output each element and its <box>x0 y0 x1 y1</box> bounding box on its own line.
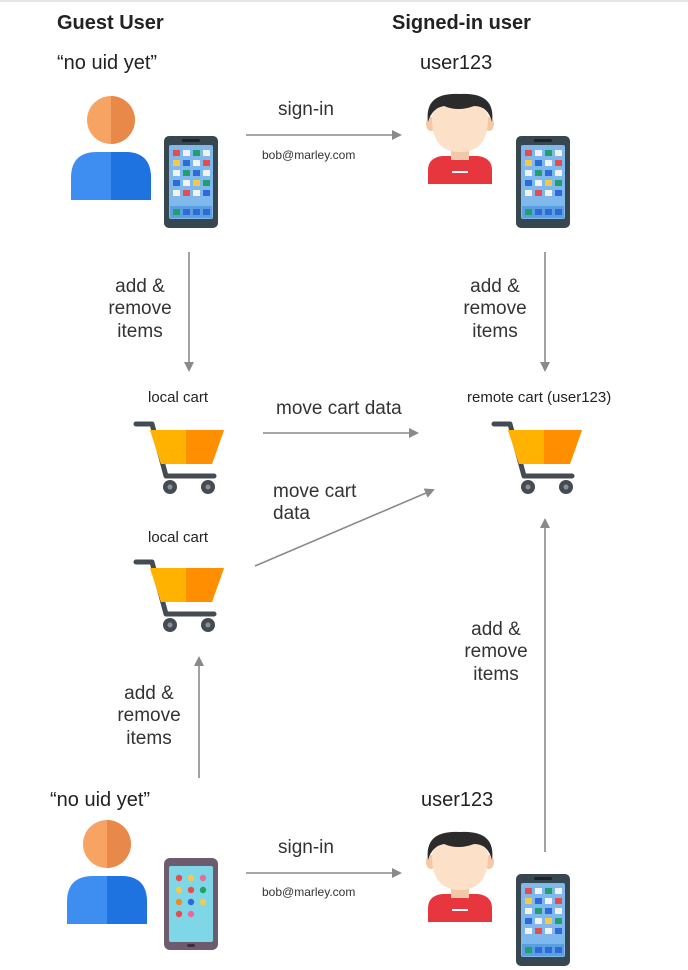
add-remove-items-label: add & remove items <box>454 619 538 686</box>
label-line: remove <box>464 641 528 663</box>
local-cart-label-2: local cart <box>148 529 209 546</box>
phone-icon <box>164 136 218 228</box>
phone-icon <box>164 858 218 950</box>
label-line: add & <box>471 619 521 640</box>
label-line: add & <box>115 276 165 297</box>
label-line: items <box>472 320 518 342</box>
local-cart-icon <box>136 424 224 494</box>
label-line: add & <box>470 276 520 297</box>
phone-icon <box>516 874 570 966</box>
top-border <box>0 0 688 2</box>
label-line: items <box>126 727 172 749</box>
move-cart-data-label-2: move cart data <box>273 481 356 526</box>
add-remove-items-label: add & remove items <box>107 683 191 750</box>
user-uid-label: user123 <box>420 52 493 74</box>
email-label-2: bob@marley.com <box>262 885 356 899</box>
local-cart-label: local cart <box>148 389 209 406</box>
signed-in-user-icon <box>425 92 495 185</box>
email-label: bob@marley.com <box>262 148 356 162</box>
guest-user-icon <box>71 96 151 200</box>
add-remove-items-label: add & remove items <box>98 276 182 343</box>
move-cart-data-label: move cart data <box>276 398 402 419</box>
remote-cart-icon <box>494 424 582 494</box>
add-remove-items-label: add & remove items <box>453 276 537 343</box>
user-uid-label-2: user123 <box>421 789 494 811</box>
label-line: remove <box>117 705 181 727</box>
guest-uid-label-2: “no uid yet” <box>50 789 151 811</box>
remote-cart-label: remote cart (user123) <box>467 389 612 406</box>
label-line: data <box>273 503 310 525</box>
signed-in-user-heading: Signed-in user <box>392 12 531 34</box>
label-line: move cart <box>273 481 357 502</box>
guest-user-icon <box>67 820 147 924</box>
phone-icon <box>516 136 570 228</box>
guest-uid-label: “no uid yet” <box>57 52 158 74</box>
label-line: remove <box>463 298 527 320</box>
signin-label: sign-in <box>278 99 334 120</box>
signed-in-user-icon <box>425 830 495 923</box>
label-line: items <box>117 320 163 342</box>
label-line: items <box>473 663 519 685</box>
signin-label-2: sign-in <box>278 837 334 858</box>
local-cart-icon <box>136 562 224 632</box>
guest-user-heading: Guest User <box>57 12 164 34</box>
move-cart-arrow <box>254 488 435 567</box>
label-line: remove <box>108 298 172 320</box>
label-line: add & <box>124 683 174 704</box>
